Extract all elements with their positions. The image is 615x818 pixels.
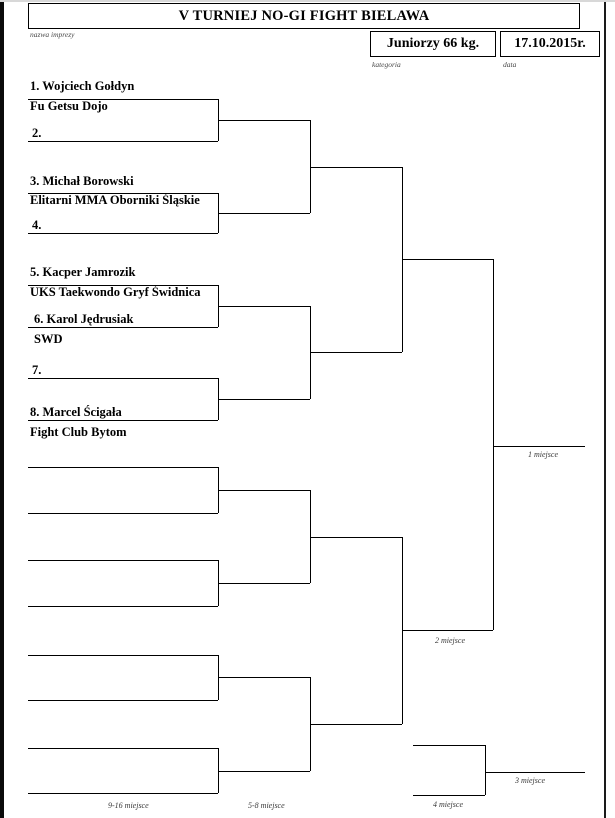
competitor-club-5: UKS Taekwondo Gryf Świdnica xyxy=(30,285,201,299)
tournament-title: V TURNIEJ NO-GI FIGHT BIELAWA xyxy=(178,7,430,24)
date-value: 17.10.2015r. xyxy=(514,36,586,51)
competitor-club-1: Fu Getsu Dojo xyxy=(30,99,108,113)
tournament-title-box: V TURNIEJ NO-GI FIGHT BIELAWA xyxy=(28,3,580,29)
third-place-slot-line-1 xyxy=(413,745,485,746)
date-box: 17.10.2015r. xyxy=(500,31,600,57)
third-place-connector xyxy=(485,745,486,795)
r1-slot-line-5 xyxy=(28,285,218,286)
r2-connector-1 xyxy=(310,120,311,213)
r3-slot-line-2 xyxy=(310,352,402,353)
r1-slot-line-16 xyxy=(28,793,218,794)
competitor-name-8: 8. Marcel Ścigała xyxy=(30,405,122,419)
place-label-first: 1 miejsce xyxy=(528,450,558,459)
r1-slot-line-9 xyxy=(28,467,218,468)
r2-slot-line-8 xyxy=(218,771,310,772)
third-place-winner-line xyxy=(485,772,585,773)
category-box: Juniorzy 66 kg. xyxy=(370,31,496,57)
r1-connector-8 xyxy=(218,748,219,793)
r2-slot-line-6 xyxy=(218,583,310,584)
r1-slot-line-15 xyxy=(28,748,218,749)
r3-slot-line-4 xyxy=(310,724,402,725)
page-border-left xyxy=(0,0,4,818)
footer-label-round2: 5-8 miejsce xyxy=(248,801,285,810)
competitor-name-4: 4. xyxy=(32,218,42,232)
r4-connector-final xyxy=(493,259,494,630)
third-place-slot-line-2 xyxy=(413,795,485,796)
r1-slot-line-11 xyxy=(28,560,218,561)
competitor-club-8: Fight Club Bytom xyxy=(30,425,127,439)
place-label-fourth: 4 miejsce xyxy=(433,800,463,809)
r1-slot-line-2 xyxy=(28,141,218,142)
page-border-right xyxy=(604,0,606,818)
competitor-name-6: 6. Karol Jędrusiak xyxy=(34,312,134,326)
r2-slot-line-3 xyxy=(218,306,310,307)
r1-slot-line-1 xyxy=(28,99,218,100)
r2-slot-line-1 xyxy=(218,120,310,121)
final-winner-line xyxy=(493,446,585,447)
competitor-name-2: 2. xyxy=(32,126,42,140)
r1-slot-line-13 xyxy=(28,655,218,656)
r1-slot-line-12 xyxy=(28,606,218,607)
competitor-club-6: SWD xyxy=(34,332,63,346)
r1-slot-line-6 xyxy=(28,327,218,328)
category-value: Juniorzy 66 kg. xyxy=(386,36,480,51)
r2-slot-line-2 xyxy=(218,213,310,214)
place-label-third: 3 miejsce xyxy=(515,776,545,785)
competitor-name-7: 7. xyxy=(32,363,42,377)
r2-slot-line-7 xyxy=(218,677,310,678)
place-label-second: 2 miejsce xyxy=(435,636,465,645)
r2-slot-line-4 xyxy=(218,399,310,400)
r3-slot-line-1 xyxy=(310,167,402,168)
competitor-club-3: Elitarni MMA Oborniki Śląskie xyxy=(30,193,200,207)
r1-slot-line-14 xyxy=(28,700,218,701)
r4-slot-line-2 xyxy=(402,630,493,631)
competitor-name-3: 3. Michał Borowski xyxy=(30,174,134,188)
r2-slot-line-5 xyxy=(218,490,310,491)
page-border-top xyxy=(0,0,615,2)
r1-slot-line-3 xyxy=(28,193,218,194)
tournament-title-caption: nazwa imprezy xyxy=(30,30,75,39)
category-caption: kategoria xyxy=(372,60,401,69)
r1-slot-line-10 xyxy=(28,513,218,514)
r1-slot-line-4 xyxy=(28,233,218,234)
r4-slot-line-1 xyxy=(402,259,493,260)
r2-connector-3 xyxy=(310,490,311,583)
date-caption: data xyxy=(503,60,517,69)
r3-slot-line-3 xyxy=(310,537,402,538)
footer-label-round1: 9-16 miejsce xyxy=(108,801,149,810)
r1-slot-line-8 xyxy=(28,420,218,421)
r1-slot-line-7 xyxy=(28,378,218,379)
competitor-name-1: 1. Wojciech Gołdyn xyxy=(30,79,135,93)
competitor-name-5: 5. Kacper Jamrozik xyxy=(30,265,136,279)
